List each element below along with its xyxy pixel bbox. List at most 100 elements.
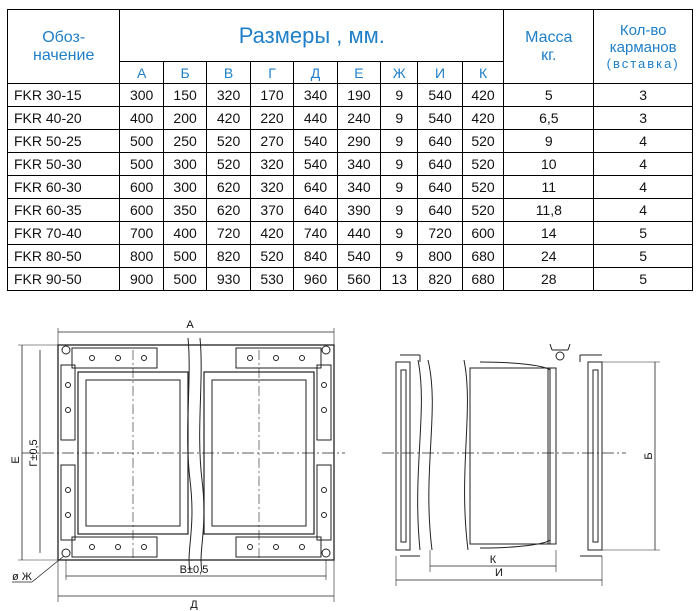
dimension-cell: 370 — [249, 198, 295, 222]
pockets-cell: 3 — [593, 106, 693, 130]
dimension-cell: 250 — [162, 129, 208, 153]
dimension-cell: 440 — [336, 221, 382, 245]
dimension-cell: 9 — [380, 129, 419, 153]
model-cell: FKR 60-35 — [6, 198, 121, 222]
column-header: В — [206, 61, 251, 84]
dimension-cell: 560 — [336, 267, 382, 291]
column-header: И — [417, 61, 463, 84]
pockets-cell: 4 — [593, 152, 693, 176]
dimension-cell: 220 — [249, 106, 295, 130]
dimension-cell: 720 — [206, 221, 251, 245]
column-header: К — [461, 61, 505, 84]
dimension-cell: 9 — [380, 152, 419, 176]
dimension-cell: 340 — [336, 175, 382, 199]
side-view — [382, 343, 660, 586]
dimension-cell: 420 — [461, 83, 505, 107]
dimension-cell: 600 — [461, 221, 505, 245]
model-cell: FKR 50-25 — [6, 129, 121, 153]
dimension-cell: 300 — [162, 175, 208, 199]
dimension-cell: 400 — [119, 106, 164, 130]
dimension-cell: 540 — [293, 129, 338, 153]
dimension-cell: 340 — [336, 152, 382, 176]
mass-cell: 9 — [503, 129, 595, 153]
dimension-cell: 930 — [206, 267, 251, 291]
dimension-cell: 320 — [249, 152, 295, 176]
dimension-cell: 500 — [119, 129, 164, 153]
header-mass: Масса кг. — [503, 9, 595, 84]
dimension-cell: 540 — [336, 244, 382, 268]
dimension-cell: 9 — [380, 221, 419, 245]
dimension-cell: 320 — [249, 175, 295, 199]
dim-label-v: В±0,5 — [180, 564, 209, 576]
dimension-cell: 9 — [380, 106, 419, 130]
dimension-cell: 150 — [162, 83, 208, 107]
dimension-cell: 680 — [461, 244, 505, 268]
header-pockets: Кол-во карманов (вставка) — [593, 9, 693, 84]
dimension-cell: 820 — [206, 244, 251, 268]
model-cell: FKR 70-40 — [6, 221, 121, 245]
pockets-cell: 5 — [593, 244, 693, 268]
dimension-cell: 520 — [206, 129, 251, 153]
pockets-cell: 3 — [593, 83, 693, 107]
dimension-cell: 540 — [417, 83, 463, 107]
dimension-cell: 400 — [162, 221, 208, 245]
dimension-cell: 9 — [380, 83, 419, 107]
dim-label-g: Г±0,5 — [28, 439, 40, 466]
dimension-cell: 340 — [293, 83, 338, 107]
dimension-cell: 600 — [119, 175, 164, 199]
mass-cell: 11,8 — [503, 198, 595, 222]
model-cell: FKR 40-20 — [6, 106, 121, 130]
mass-cell: 11 — [503, 175, 595, 199]
mass-cell: 14 — [503, 221, 595, 245]
mass-cell: 5 — [503, 83, 595, 107]
dimension-cell: 390 — [336, 198, 382, 222]
header-dimensions: Размеры , мм. — [119, 9, 505, 62]
dimension-cell: 190 — [336, 83, 382, 107]
dimension-cell: 840 — [293, 244, 338, 268]
mass-cell: 10 — [503, 152, 595, 176]
dim-label-i: И — [495, 567, 503, 579]
column-header: Е — [336, 61, 382, 84]
header-designation: Обоз- начение — [6, 9, 121, 84]
dimension-cell: 300 — [119, 83, 164, 107]
dimension-cell: 500 — [119, 152, 164, 176]
dim-label-zh: ø Ж — [12, 571, 32, 583]
column-header: Б — [162, 61, 208, 84]
dimension-cell: 440 — [293, 106, 338, 130]
dim-label-k: К — [490, 554, 497, 566]
technical-drawing: А В±0,5 Д ø Ж Е Г±0,5 Б К И — [10, 319, 660, 610]
model-cell: FKR 80-50 — [6, 244, 121, 268]
dimension-cell: 300 — [162, 152, 208, 176]
dimension-cell: 290 — [336, 129, 382, 153]
dimension-cell: 530 — [249, 267, 295, 291]
dimension-cell: 200 — [162, 106, 208, 130]
model-cell: FKR 60-30 — [6, 175, 121, 199]
dimension-cell: 420 — [249, 221, 295, 245]
dim-label-b: Б — [643, 452, 655, 459]
dimension-cell: 640 — [417, 152, 463, 176]
dimension-cell: 820 — [417, 267, 463, 291]
mass-cell: 6,5 — [503, 106, 595, 130]
dimension-cell: 320 — [206, 83, 251, 107]
pockets-cell: 5 — [593, 221, 693, 245]
dimension-cell: 520 — [461, 152, 505, 176]
model-cell: FKR 50-30 — [6, 152, 121, 176]
mass-cell: 24 — [503, 244, 595, 268]
dimension-cell: 680 — [461, 267, 505, 291]
column-header: Д — [293, 61, 338, 84]
specifications-table: Обоз- начение Размеры , мм. Масса кг. Ко… — [6, 9, 693, 291]
dimension-cell: 170 — [249, 83, 295, 107]
pockets-cell: 5 — [593, 267, 693, 291]
dimension-cell: 420 — [206, 106, 251, 130]
dimension-cell: 640 — [417, 175, 463, 199]
dimension-cell: 640 — [417, 198, 463, 222]
dimension-cell: 520 — [249, 244, 295, 268]
pockets-cell: 4 — [593, 175, 693, 199]
